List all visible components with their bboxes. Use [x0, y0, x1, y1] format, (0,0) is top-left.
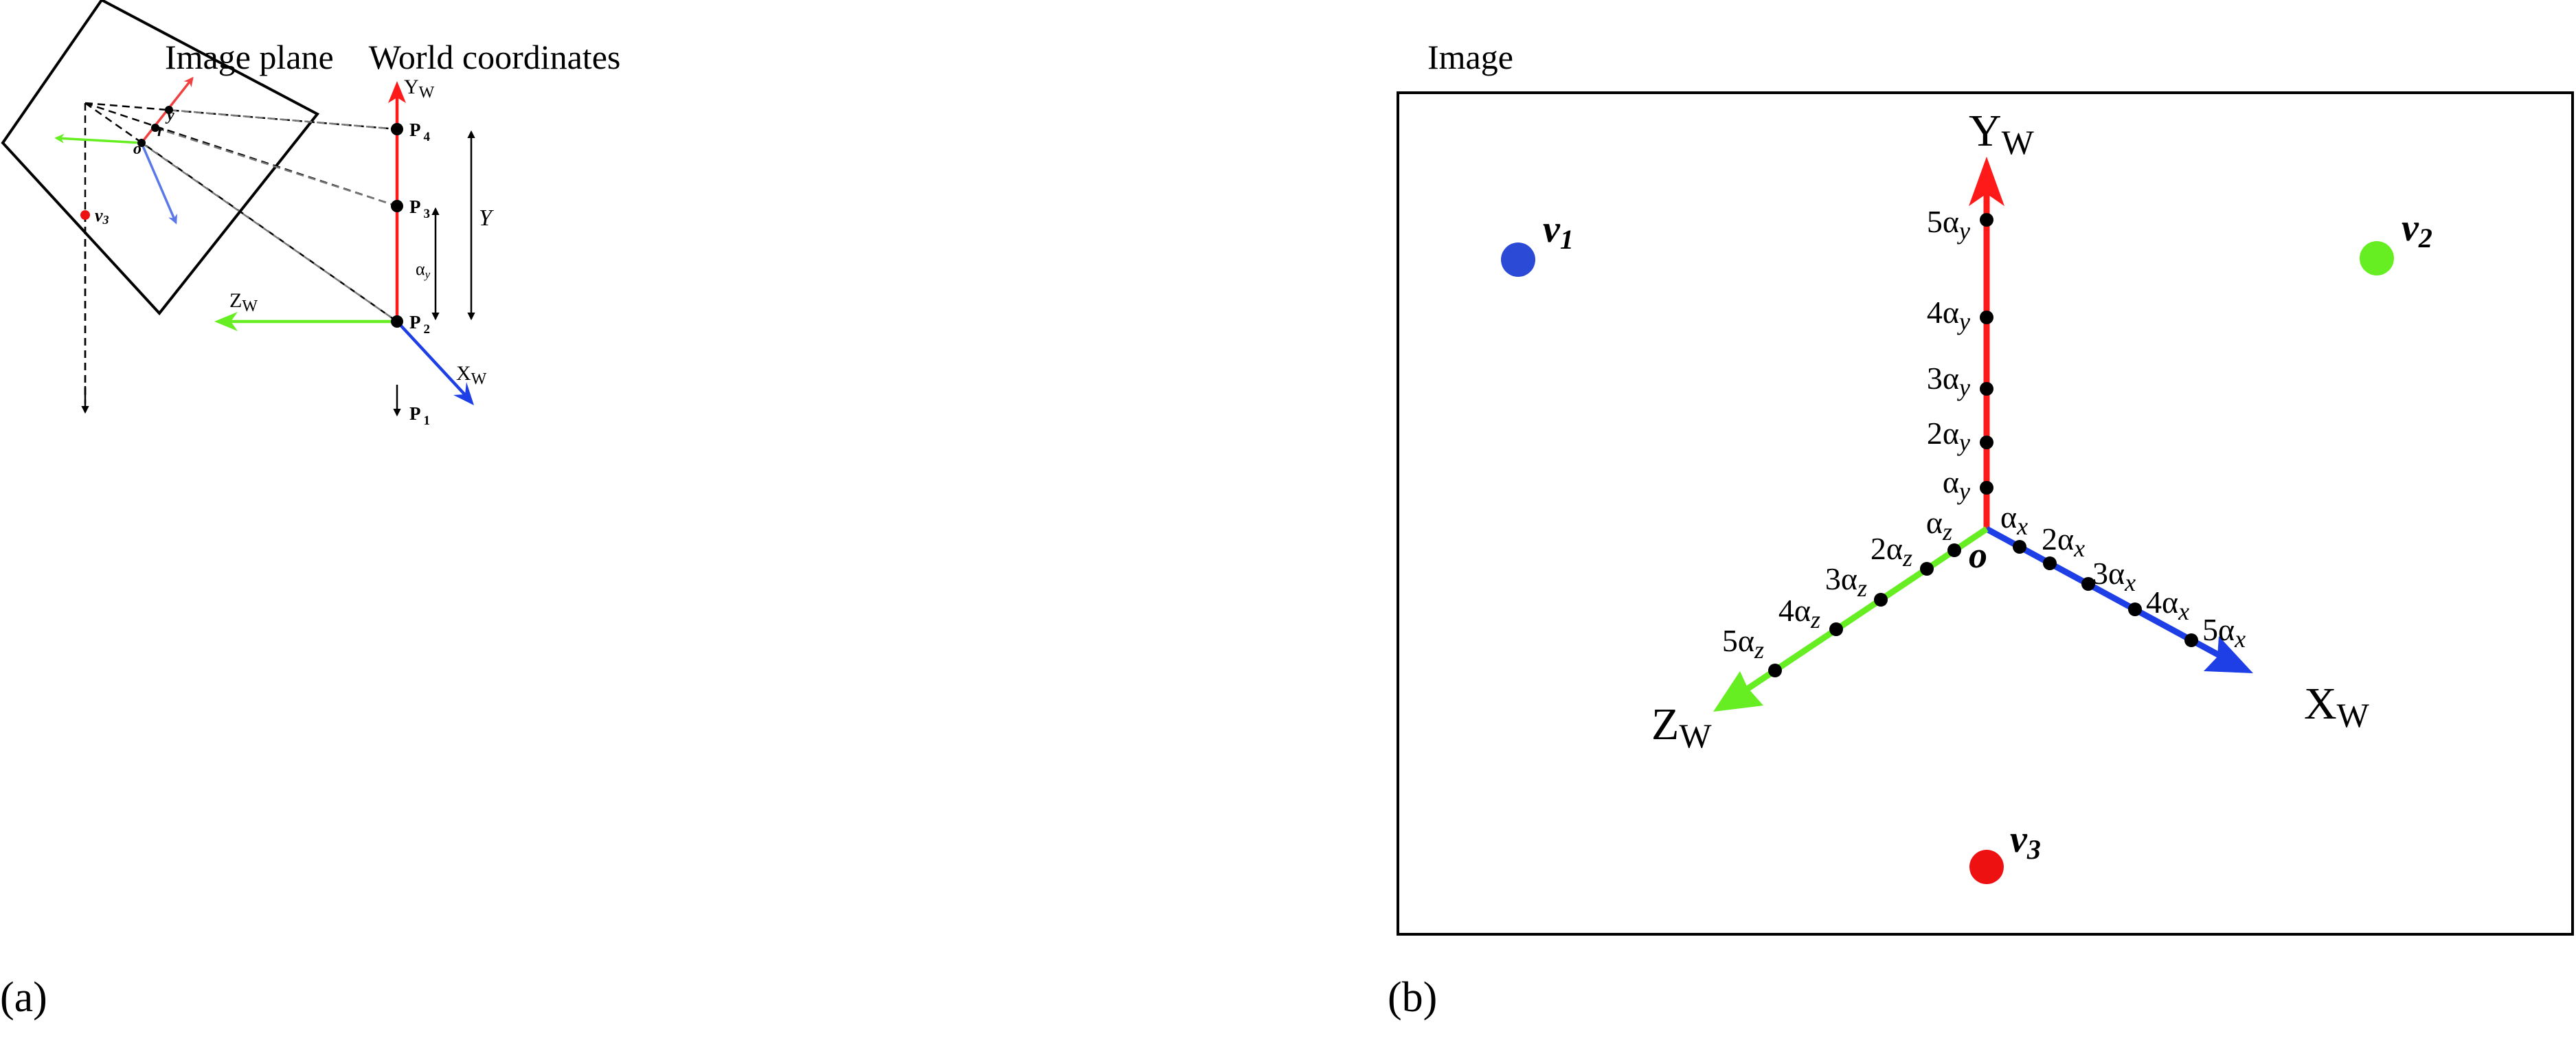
tick-label-z4: 4αz — [1778, 593, 1820, 633]
image-point-o — [137, 139, 146, 147]
panel-b-label: (b) — [1388, 974, 1437, 1021]
ray-y-p4 — [168, 109, 398, 131]
tick-dot-y2 — [1980, 436, 1993, 449]
v3-label-a: v3 — [95, 205, 109, 227]
tick-dot-x3 — [2081, 577, 2095, 591]
image-frame — [1397, 91, 2574, 936]
tick-label-y5: 5αy — [1927, 204, 1970, 245]
label-yw-b: YW — [1969, 106, 2035, 161]
panel-a-label: (a) — [0, 974, 47, 1021]
v1-label: v1 — [1543, 208, 1574, 255]
world-z-arrowhead — [214, 312, 238, 331]
point-p3 — [391, 200, 403, 212]
world-coordinates-title: World coordinates — [369, 38, 621, 76]
label-o: o — [133, 140, 142, 158]
tick-label-z5: 5αz — [1722, 623, 1764, 664]
image-plane — [1, 0, 320, 316]
tick-dot-y1 — [1980, 481, 1993, 495]
ray-r-p3 — [155, 126, 398, 207]
panel-b: Image (b) 5αy 4αy 3αy 2αy αy αx — [1388, 38, 2574, 1021]
tick-dot-x5 — [2184, 633, 2198, 647]
tick-label-z3: 3αz — [1825, 561, 1867, 602]
image-y-arrowhead-b — [1969, 157, 2004, 206]
label-zw-b: ZW — [1651, 699, 1712, 755]
panel-a: Image plane World coordinates (a) y r o … — [0, 0, 620, 1021]
label-xw-a: XW — [456, 362, 487, 388]
label-yw-a: YW — [404, 76, 435, 102]
world-y-arrowhead — [388, 81, 406, 103]
image-title: Image — [1427, 38, 1513, 76]
tick-label-z2: 2αz — [1871, 531, 1912, 572]
label-r: r — [157, 122, 164, 140]
label-y: y — [165, 106, 174, 124]
image-z-arrowhead-b — [1713, 671, 1763, 712]
tick-dot-z3 — [1874, 593, 1888, 607]
label-Y-a: Y — [479, 205, 494, 231]
tick-dot-x4 — [2128, 602, 2142, 616]
point-p4 — [391, 123, 403, 135]
image-plane-title: Image plane — [165, 38, 334, 76]
tick-dot-z4 — [1829, 622, 1843, 636]
tick-label-x1: αx — [2000, 499, 2028, 540]
world-x-arrowhead — [453, 382, 474, 405]
image-point-r — [151, 124, 159, 132]
tick-label-y3: 3αy — [1927, 361, 1970, 401]
label-alpha-y-a: αy — [416, 259, 431, 281]
projection-line-p4 — [84, 102, 398, 131]
tick-label-x2: 2αx — [2042, 521, 2085, 562]
projection-lines — [84, 102, 398, 404]
tick-dot-y3 — [1980, 382, 1993, 396]
tick-dot-y4 — [1980, 311, 1993, 324]
tick-label-x3: 3αx — [2092, 556, 2136, 596]
label-zw-a: ZW — [229, 289, 258, 315]
image-x-arrowhead-b — [2204, 636, 2253, 673]
world-x-axis — [396, 320, 468, 398]
tick-label-x5: 5αx — [2202, 612, 2246, 653]
tick-label-x4: 4αx — [2146, 585, 2189, 625]
tick-label-y2: 2αy — [1927, 416, 1970, 456]
projection-line-p2 — [84, 102, 398, 323]
image-z-axis — [54, 133, 142, 144]
tick-dot-z2 — [1920, 562, 1934, 576]
tick-dot-y5 — [1980, 213, 1993, 227]
v2-label: v2 — [2402, 207, 2432, 253]
vanishing-point-v3-b — [1969, 850, 2004, 884]
tick-dot-z1 — [1947, 543, 1961, 557]
tick-dot-x1 — [2013, 540, 2026, 554]
image-x-axis — [140, 142, 177, 225]
tick-dot-z5 — [1768, 664, 1782, 677]
tick-label-y4: 4αy — [1927, 295, 1970, 335]
vanishing-point-v1 — [1501, 242, 1535, 277]
image-point-y — [165, 106, 173, 114]
tick-label-y1: αy — [1943, 464, 1970, 505]
v3-label-b: v3 — [2010, 818, 2041, 865]
origin-label-b: o — [1969, 534, 1987, 576]
label-xw-b: XW — [2304, 679, 2370, 734]
point-p2 — [391, 315, 403, 328]
tick-label-z1: αz — [1926, 505, 1952, 545]
vanishing-point-v3-a — [80, 210, 90, 220]
ray-o-p2 — [141, 142, 398, 323]
vanishing-point-v2 — [2360, 241, 2394, 275]
tick-dot-x2 — [2043, 556, 2057, 570]
